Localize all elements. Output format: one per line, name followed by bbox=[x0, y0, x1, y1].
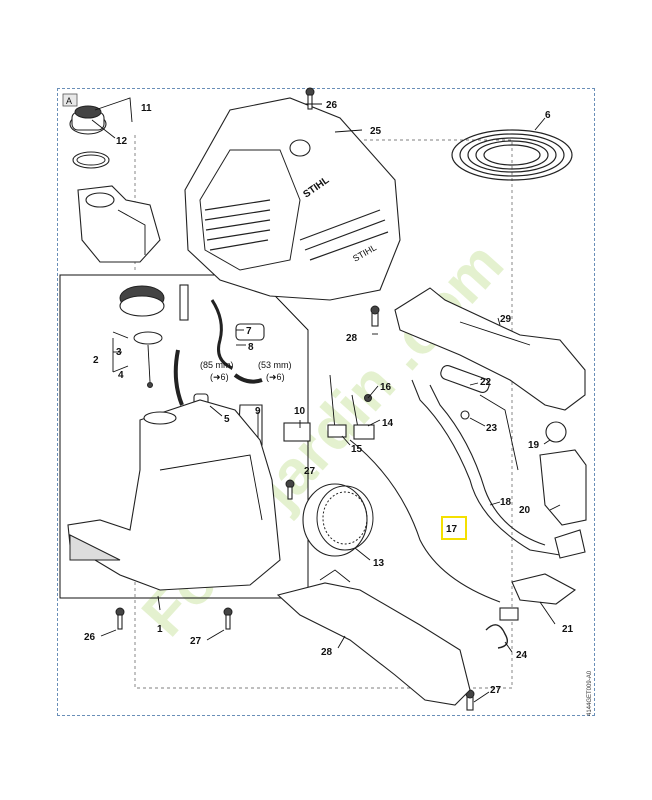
dimension-85mm-target: (➜6) bbox=[210, 372, 229, 382]
part-label-26-top: 26 bbox=[326, 100, 338, 111]
part-label-26-bottom: 26 bbox=[84, 632, 96, 643]
part-label-27-middle: 27 bbox=[304, 466, 316, 477]
part-label-17: 17 bbox=[446, 524, 458, 535]
part-label-21: 21 bbox=[562, 624, 574, 635]
part-labels: 1 2 3 4 5 6 7 8 9 10 11 12 13 14 15 16 1… bbox=[84, 100, 574, 696]
part-label-1: 1 bbox=[157, 624, 163, 635]
drawing-code-text: 4144GET009-A0 bbox=[587, 670, 593, 716]
part-label-8: 8 bbox=[248, 342, 254, 353]
hose-coil bbox=[451, 129, 573, 181]
highlight-part-17 bbox=[441, 516, 467, 540]
part-label-11: 11 bbox=[141, 103, 152, 114]
part-label-9: 9 bbox=[255, 406, 261, 417]
diagram-frame bbox=[57, 88, 595, 716]
part-label-29: 29 bbox=[500, 314, 512, 325]
dimension-53mm: (53 mm) bbox=[258, 360, 292, 370]
fuel-tank bbox=[67, 399, 281, 591]
part-label-14: 14 bbox=[382, 418, 394, 429]
part-label-27-right: 27 bbox=[490, 685, 502, 696]
part-label-6: 6 bbox=[545, 110, 551, 121]
screw-28-top bbox=[370, 305, 380, 327]
leader-lines bbox=[91, 97, 561, 703]
throttle-parts bbox=[283, 374, 375, 442]
corner-tag-text: A bbox=[66, 96, 72, 106]
part-label-10: 10 bbox=[294, 406, 306, 417]
screw-26-top bbox=[305, 87, 315, 110]
clamp-parts bbox=[485, 529, 586, 649]
switch-parts bbox=[539, 421, 587, 526]
part-label-22: 22 bbox=[480, 377, 492, 388]
fuel-cap-large bbox=[119, 285, 165, 388]
part-label-16: 16 bbox=[380, 382, 392, 393]
dimension-85mm: (85 mm) bbox=[200, 360, 234, 370]
screw-27-middle bbox=[285, 479, 295, 500]
part-label-12: 12 bbox=[116, 136, 128, 147]
part-label-13: 13 bbox=[373, 558, 385, 569]
part-label-19: 19 bbox=[528, 440, 540, 451]
handle-housing bbox=[394, 287, 586, 411]
part-label-23: 23 bbox=[486, 423, 498, 434]
part-label-4: 4 bbox=[118, 370, 124, 381]
part-label-24: 24 bbox=[516, 650, 528, 661]
screw-27-bottom-left bbox=[223, 607, 233, 630]
drawing-code: 4144GET009-A0 bbox=[587, 670, 593, 716]
part-label-20: 20 bbox=[519, 505, 531, 516]
corner-tag: A bbox=[62, 93, 78, 107]
throttle-cables bbox=[349, 379, 561, 603]
screw-26-bottom bbox=[115, 607, 125, 630]
part-label-27-bottom: 27 bbox=[190, 636, 202, 647]
dimension-53mm-target: (➜6) bbox=[266, 372, 285, 382]
part-label-7: 7 bbox=[246, 326, 252, 337]
dimension-callout-53: (53 mm) (➜6) bbox=[258, 360, 292, 382]
part-label-25: 25 bbox=[370, 126, 382, 137]
fan-shroud bbox=[302, 483, 374, 557]
part-label-28-bottom: 28 bbox=[321, 647, 333, 658]
dimension-callout-85: (85 mm) (➜6) bbox=[200, 360, 234, 382]
tank-neck-sketch bbox=[77, 185, 161, 263]
engine-cover: STIHL STIHL bbox=[184, 97, 401, 301]
lower-housing bbox=[276, 569, 471, 706]
fuel-cap-small bbox=[69, 105, 110, 169]
part-label-28-top: 28 bbox=[346, 333, 358, 344]
part-label-5: 5 bbox=[224, 414, 230, 425]
part-label-2: 2 bbox=[93, 355, 99, 366]
part-label-15: 15 bbox=[351, 444, 363, 455]
part-label-18: 18 bbox=[500, 497, 512, 508]
part-label-3: 3 bbox=[116, 347, 122, 358]
lever-parts bbox=[440, 365, 519, 471]
